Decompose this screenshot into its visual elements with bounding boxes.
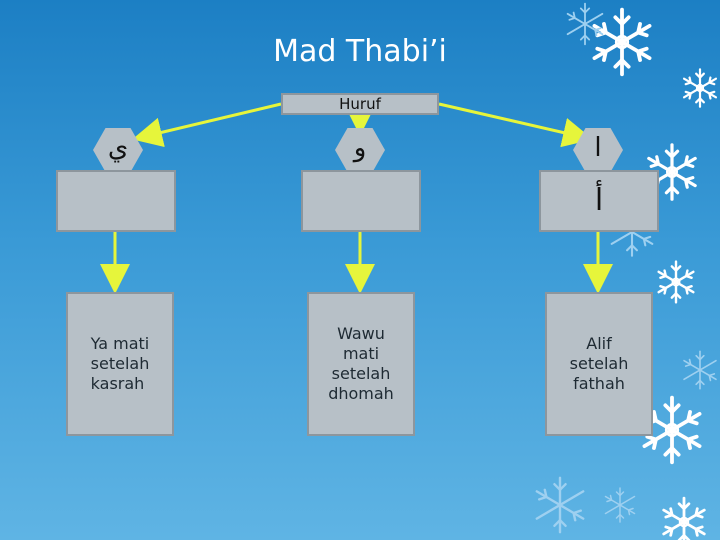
- box-node-ya: [56, 170, 176, 232]
- connector-root-right: [438, 102, 593, 148]
- box-node-alif: أ: [539, 170, 659, 232]
- letter-wawu: و: [353, 133, 367, 163]
- leaf-node-ya: Ya mati setelah kasrah: [66, 292, 174, 436]
- leaf-text-wawu: Wawu mati setelah dhomah: [328, 324, 394, 403]
- root-node: Huruf: [281, 93, 439, 115]
- slide-title: Mad Thabi’i: [273, 34, 447, 69]
- connector-root-left: [132, 102, 282, 148]
- box-node-wawu: [301, 170, 421, 232]
- leaf-text-alif: Alif setelah fathah: [569, 334, 629, 393]
- leaf-node-wawu: Wawu mati setelah dhomah: [307, 292, 415, 436]
- hex-node-wawu: و: [335, 128, 385, 172]
- letter-ya: ي: [107, 133, 129, 163]
- letter-alif: ا: [594, 133, 602, 163]
- leaf-node-alif: Alif setelah fathah: [545, 292, 653, 436]
- leaf-text-ya: Ya mati setelah kasrah: [90, 334, 150, 393]
